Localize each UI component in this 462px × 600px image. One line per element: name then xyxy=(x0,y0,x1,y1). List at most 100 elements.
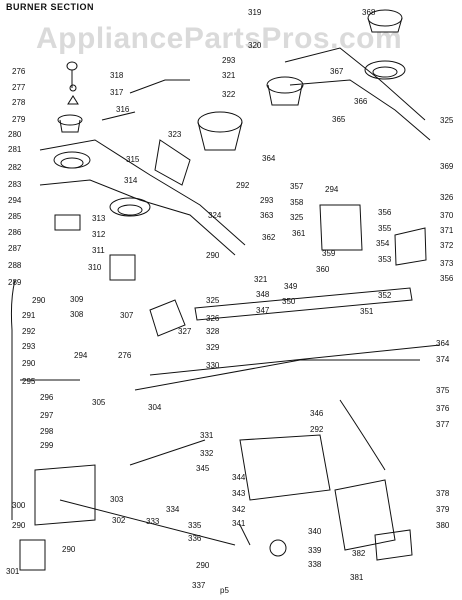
callout-290: 290 xyxy=(62,545,76,554)
callout-287: 287 xyxy=(8,244,22,253)
tube-289 xyxy=(10,279,16,520)
callout-324: 324 xyxy=(208,211,222,220)
callout-378: 378 xyxy=(436,489,450,498)
callout-310: 310 xyxy=(88,263,102,272)
callout-293: 293 xyxy=(222,56,236,65)
callout-298: 298 xyxy=(40,427,54,436)
oven-box-299 xyxy=(34,464,96,526)
burner-head-279 xyxy=(57,114,83,126)
callout-315: 315 xyxy=(126,155,140,164)
callout-294: 294 xyxy=(325,185,339,194)
left-rear-burner-cap xyxy=(53,151,91,169)
callout-302: 302 xyxy=(112,516,126,525)
page-number: p5 xyxy=(220,586,229,595)
callout-369: 369 xyxy=(440,162,454,171)
callout-381: 381 xyxy=(350,573,364,582)
callout-367: 367 xyxy=(330,67,344,76)
callout-347: 347 xyxy=(256,306,270,315)
callout-305: 305 xyxy=(92,398,106,407)
burner-367-cap xyxy=(364,60,406,80)
callout-309: 309 xyxy=(70,295,84,304)
callout-335: 335 xyxy=(188,521,202,530)
callout-365: 365 xyxy=(332,115,346,124)
wire-377 xyxy=(339,399,386,471)
orifice-341 xyxy=(239,524,251,546)
callout-307: 307 xyxy=(120,311,134,320)
callout-286: 286 xyxy=(8,228,22,237)
callout-293: 293 xyxy=(22,342,36,351)
left-burner-rail-upper xyxy=(39,139,246,246)
callout-325: 325 xyxy=(290,213,304,222)
callout-289: 289 xyxy=(8,278,22,287)
callout-360: 360 xyxy=(316,265,330,274)
callout-327: 327 xyxy=(178,327,192,336)
callout-303: 303 xyxy=(110,495,124,504)
burner-320-cap xyxy=(266,76,304,94)
callout-318: 318 xyxy=(110,71,124,80)
tube-331 xyxy=(129,439,206,466)
callout-331: 331 xyxy=(200,431,214,440)
callout-354: 354 xyxy=(376,239,390,248)
callout-375: 375 xyxy=(436,386,450,395)
callout-353: 353 xyxy=(378,255,392,264)
washer-277 xyxy=(69,84,77,92)
callout-304: 304 xyxy=(148,403,162,412)
callout-290: 290 xyxy=(22,359,36,368)
callout-281: 281 xyxy=(8,145,22,154)
section-title: BURNER SECTION xyxy=(6,2,95,12)
bracket-323 xyxy=(154,139,191,186)
callout-332: 332 xyxy=(200,449,214,458)
callout-319: 319 xyxy=(248,8,262,17)
callout-352: 352 xyxy=(378,291,392,300)
left-burner-rail-lower xyxy=(39,179,236,256)
callout-294: 294 xyxy=(74,351,88,360)
burner-368-body xyxy=(367,17,403,33)
callout-278: 278 xyxy=(12,98,26,107)
tube-296 xyxy=(134,359,420,391)
callout-370: 370 xyxy=(440,211,454,220)
callout-366: 366 xyxy=(354,97,368,106)
callout-296: 296 xyxy=(40,393,54,402)
callout-349: 349 xyxy=(284,282,298,291)
callout-326: 326 xyxy=(206,314,220,323)
valve-327 xyxy=(149,299,186,337)
callout-363: 363 xyxy=(260,211,274,220)
valve-301 xyxy=(19,539,46,571)
callout-351: 351 xyxy=(360,307,374,316)
left-front-burner-cap xyxy=(109,197,151,217)
callout-372: 372 xyxy=(440,241,454,250)
callout-276: 276 xyxy=(118,351,132,360)
callout-321: 321 xyxy=(254,275,268,284)
callout-279: 279 xyxy=(12,115,26,124)
callout-325: 325 xyxy=(206,296,220,305)
callout-328: 328 xyxy=(206,327,220,336)
callout-311: 311 xyxy=(92,246,105,255)
callout-343: 343 xyxy=(232,489,246,498)
callout-339: 339 xyxy=(308,546,322,555)
callout-373: 373 xyxy=(440,259,454,268)
callout-297: 297 xyxy=(40,411,54,420)
callout-380: 380 xyxy=(436,521,450,530)
callout-276: 276 xyxy=(12,67,26,76)
callout-358: 358 xyxy=(290,198,304,207)
burner-320-body xyxy=(267,84,303,106)
callout-364: 364 xyxy=(436,339,450,348)
callout-312: 312 xyxy=(92,230,106,239)
tube-304 xyxy=(149,344,441,376)
callout-316: 316 xyxy=(116,105,130,114)
callout-341: 341 xyxy=(232,519,246,528)
callout-labels: 276 277 278 279 280 281 282 283 294 285 … xyxy=(6,8,454,590)
burner-367-ring xyxy=(372,66,398,78)
callout-290: 290 xyxy=(196,561,210,570)
callout-336: 336 xyxy=(188,534,202,543)
callout-277: 277 xyxy=(12,83,26,92)
callout-340: 340 xyxy=(308,527,322,536)
callout-301: 301 xyxy=(6,567,20,576)
callout-344: 344 xyxy=(232,473,246,482)
callout-300: 300 xyxy=(12,501,26,510)
callout-377: 377 xyxy=(436,420,450,429)
callout-374: 374 xyxy=(436,355,450,364)
spring-278 xyxy=(67,95,79,105)
callout-382: 382 xyxy=(352,549,366,558)
burner-322-top xyxy=(197,111,243,133)
